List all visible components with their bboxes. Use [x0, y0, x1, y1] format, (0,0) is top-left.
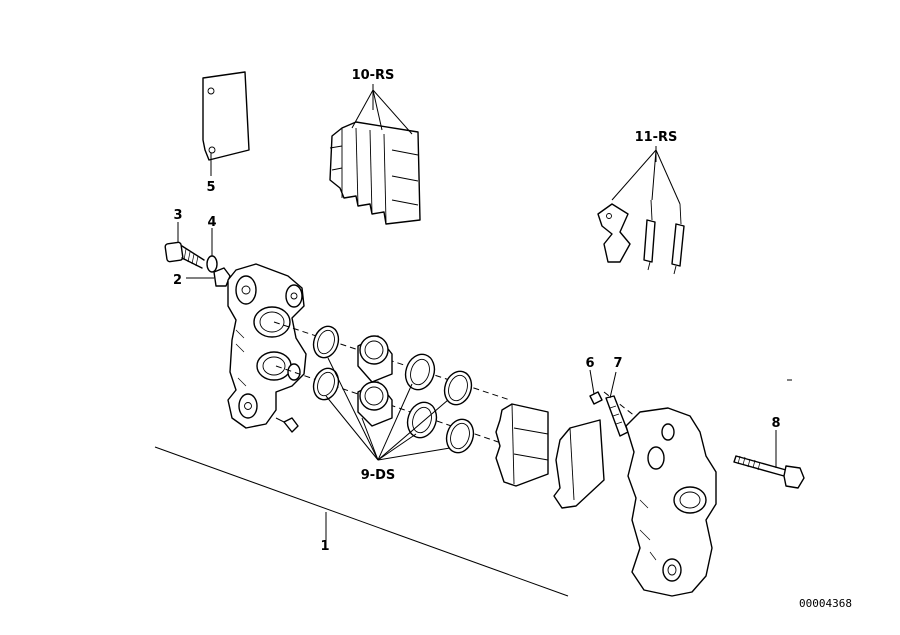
part-5-shim [202, 71, 250, 176]
part-11-clip-and-pins [597, 146, 685, 275]
label-part-11: 11-RS [635, 130, 678, 145]
drawing-number: 00004368 [799, 597, 852, 610]
part-2-nut [186, 267, 231, 287]
caliper-outer-half [625, 407, 717, 597]
part-6-bleeder-cap [589, 369, 603, 405]
label-part-10: 10-RS [352, 68, 395, 83]
label-part-7: 7 [613, 356, 622, 371]
caliper-inner-half [227, 263, 307, 433]
label-part-4: 4 [207, 215, 216, 230]
part-7-bleeder-screw [605, 371, 629, 437]
label-part-6: 6 [585, 356, 594, 371]
label-part-9: 9-DS [361, 468, 396, 483]
part-labels: 1 2 3 4 5 6 7 8 9-DS 10-RS 11-RS 0000436… [173, 68, 852, 610]
label-part-5: 5 [206, 180, 215, 195]
assembly-baseline [154, 379, 792, 597]
label-part-1: 1 [320, 539, 329, 554]
part-9-seals-and-pistons [312, 325, 475, 461]
part-3-bolt [164, 222, 205, 269]
part-4-washer [206, 228, 218, 273]
label-part-2: 2 [173, 273, 182, 288]
shim-outer [553, 419, 605, 509]
brake-pad-center [495, 403, 549, 487]
part-10-brake-pad-set [329, 84, 421, 225]
part-8-long-bolt [733, 430, 805, 489]
label-part-3: 3 [173, 208, 182, 223]
label-part-8: 8 [771, 416, 780, 431]
